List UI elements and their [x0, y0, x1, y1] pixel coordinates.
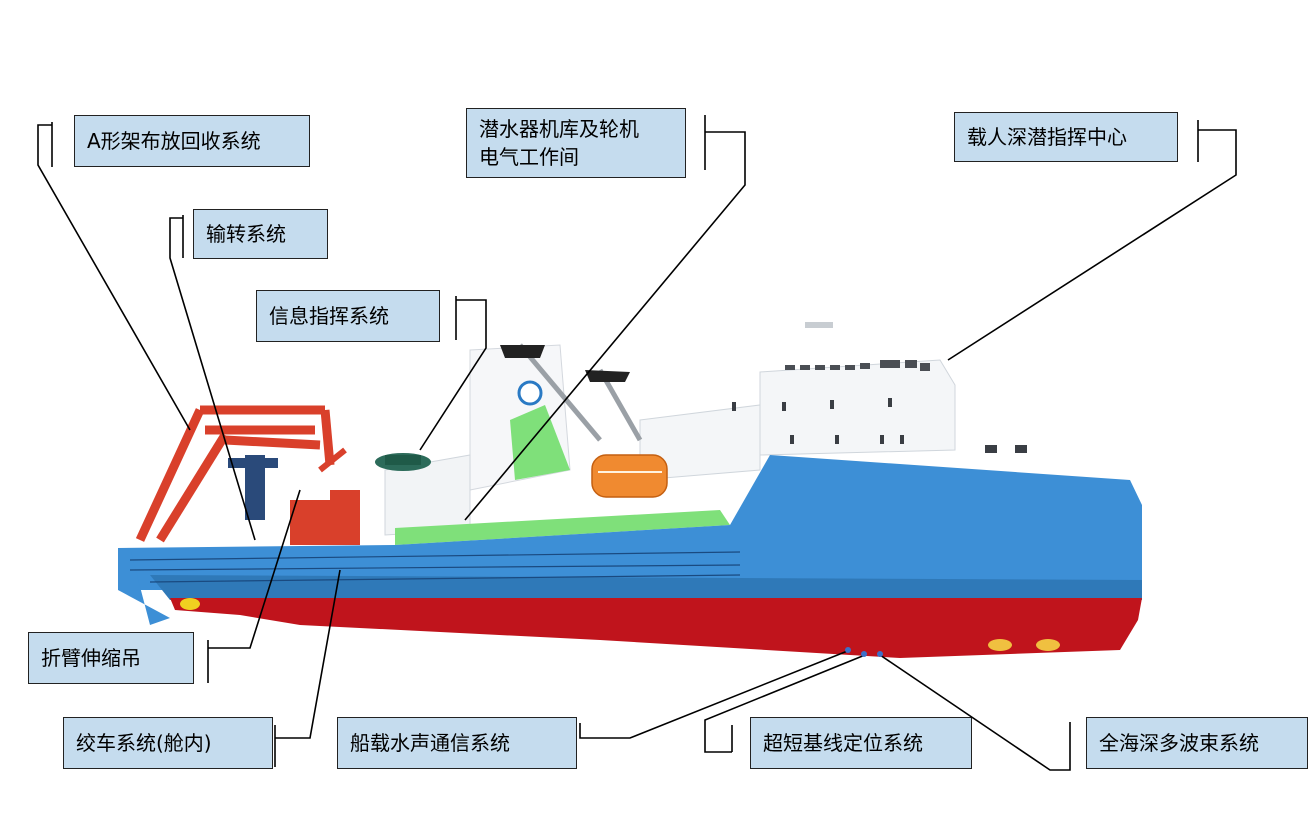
hull-red: [170, 598, 1142, 658]
hull-blue-stern: [118, 548, 170, 625]
mast-top: [805, 322, 833, 328]
label-a-frame-recovery-system: A形架布放回收系统: [74, 115, 310, 167]
label-hangar-workshop: 潜水器机库及轮机 电气工作间: [466, 108, 686, 178]
label-acoustic-comm-system: 船载水声通信系统: [337, 717, 577, 769]
label-deep-dive-command-center: 载人深潜指挥中心: [954, 112, 1178, 162]
label-folding-crane: 折臂伸缩吊: [28, 632, 194, 684]
a-frame-crane: [228, 447, 360, 545]
lifeboat: [591, 454, 668, 498]
label-transfer-system: 输转系统: [193, 209, 328, 259]
logo-emblem: [517, 380, 543, 406]
label-info-command-system: 信息指挥系统: [256, 290, 440, 342]
hull-waterline: [150, 575, 1142, 600]
bow-thruster-left: [988, 639, 1012, 651]
label-multibeam-system: 全海深多波束系统: [1086, 717, 1308, 769]
propeller: [180, 598, 200, 610]
bow-thruster-right: [1036, 639, 1060, 651]
bridge-windows: [785, 360, 930, 371]
label-winch-system: 绞车系统(舱内): [63, 717, 273, 769]
radar-dome: [375, 453, 431, 471]
label-usbl-positioning-system: 超短基线定位系统: [750, 717, 972, 769]
